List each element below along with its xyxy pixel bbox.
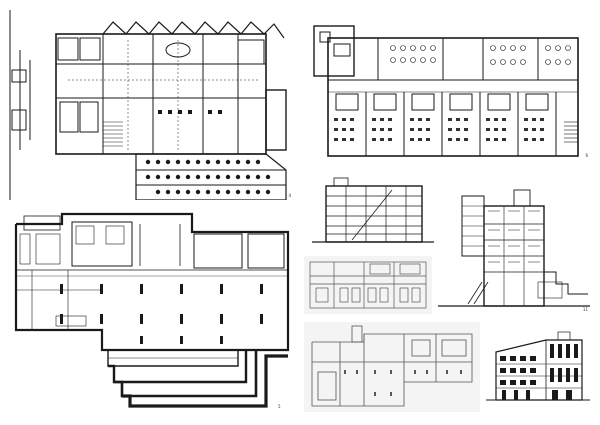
- basement-plan-drawing: [14, 212, 290, 408]
- panel-number: 11: [582, 307, 588, 312]
- ground-floor-plan-drawing: [9, 10, 287, 200]
- photo-plan-b: [304, 322, 480, 412]
- panel-number: 5: [278, 404, 281, 409]
- ground-floor-plan: 4: [8, 10, 293, 200]
- elevation-drawing: [486, 331, 590, 401]
- photo-plan-a: [304, 256, 432, 314]
- photo-plan-b-drawing: [311, 325, 473, 407]
- building-section-b-drawing: [438, 189, 590, 307]
- panel-number: 6: [585, 153, 588, 158]
- building-section-b: 11: [438, 186, 590, 314]
- basement-plan: 5: [12, 210, 294, 415]
- building-section-a: [312, 170, 434, 246]
- classroom-floor-plan-drawing: [313, 25, 579, 157]
- elevation: [486, 326, 590, 408]
- building-section-a-drawing: [312, 177, 434, 243]
- panel-number: 4: [288, 193, 291, 198]
- classroom-floor-plan: 6: [308, 22, 590, 160]
- photo-plan-a-drawing: [309, 261, 427, 309]
